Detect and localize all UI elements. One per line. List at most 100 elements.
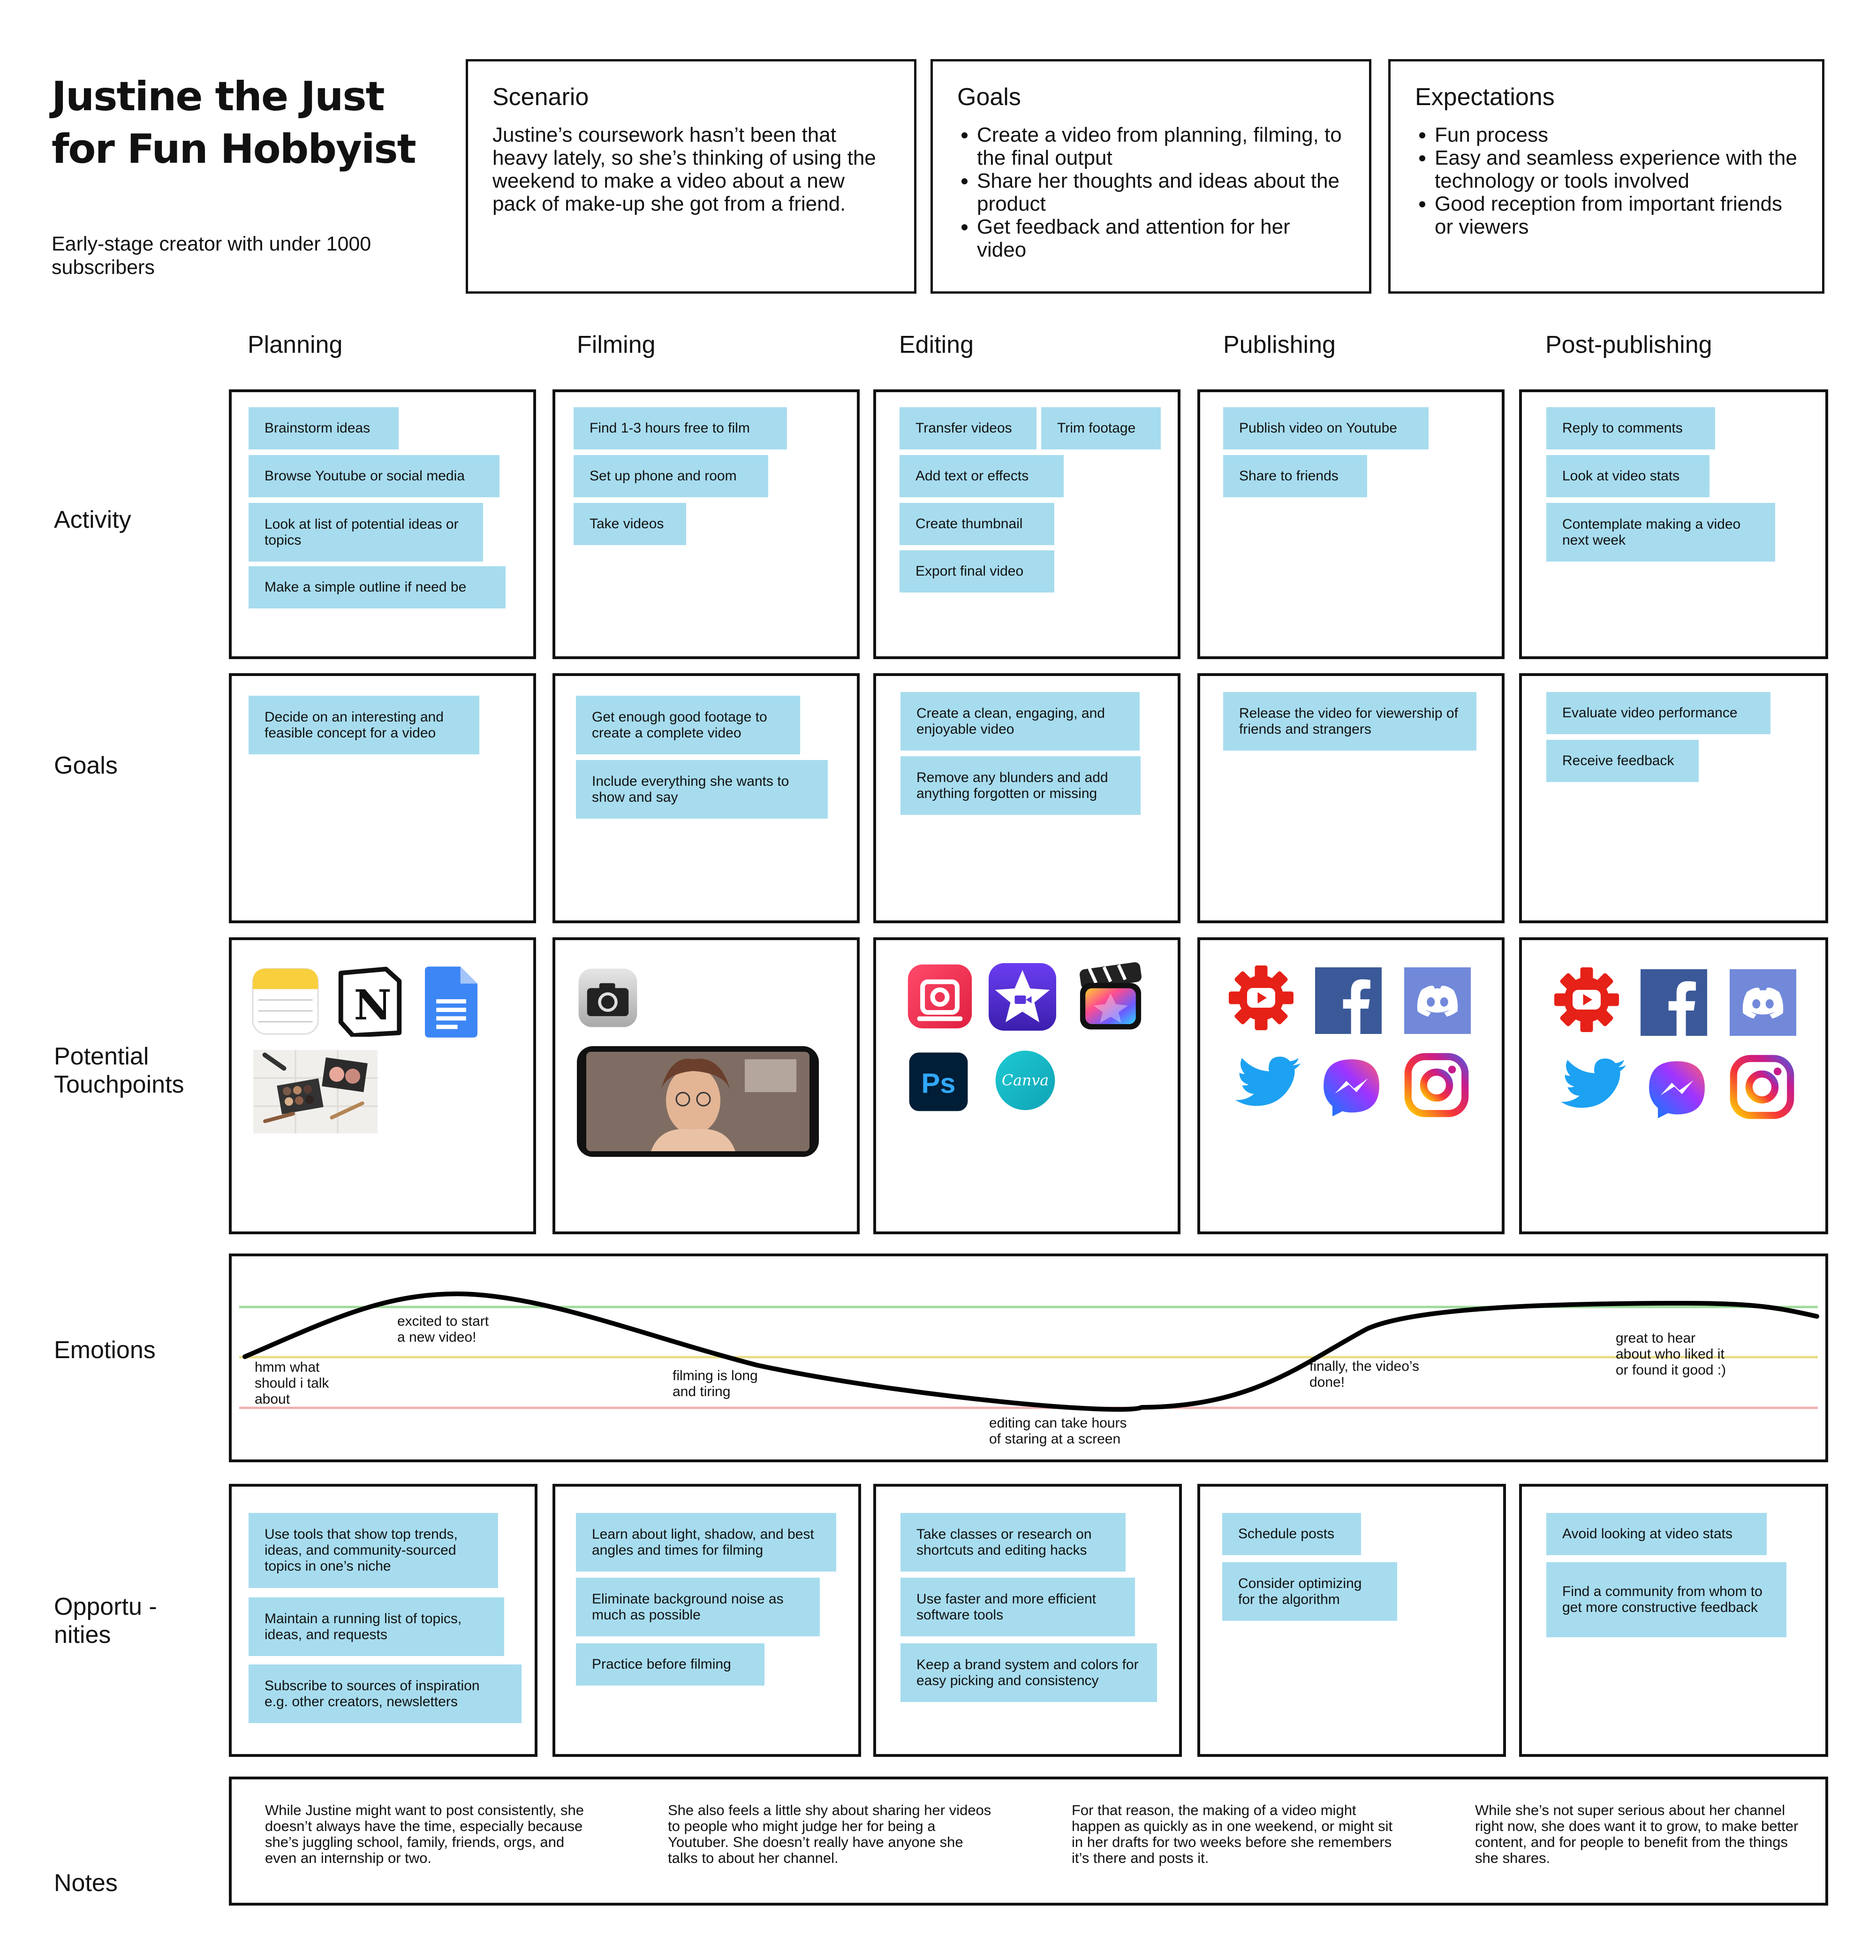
sticky-note: Publish video on Youtube [1223,407,1429,449]
goals-item: Get feedback and attention for her video [977,215,1345,261]
sticky-note: Receive feedback [1546,740,1699,782]
instagram-icon [1730,1055,1794,1122]
sticky-note: Find a community from whom to get more c… [1546,1562,1786,1637]
sticky-note: Remove any blunders and add anything for… [900,756,1141,815]
sticky-note: Include everything she wants to show and… [576,760,828,819]
twitter-icon [1561,1058,1627,1117]
note-text: While Justine might want to post consist… [265,1802,584,1866]
sticky-note: Get enough good footage to create a comp… [576,696,800,754]
row-label-opportunities: Opportu -nities [54,1593,157,1649]
row-label-touchpoints: Potential Touchpoints [54,1043,184,1098]
google-docs-icon [425,966,477,1038]
sticky-note: Add text or effects [900,455,1064,497]
sticky-note: Find 1-3 hours free to film [574,407,787,449]
canva-icon: Canva [995,1050,1055,1110]
row-label-activity: Activity [54,506,131,533]
stage-filming: Filming [577,331,656,358]
final-cut-pro-icon [1080,962,1142,1030]
expectations-item: Fun process [1435,123,1798,146]
discord-icon [1404,967,1471,1036]
sticky-note: Brainstorm ideas [249,407,399,449]
sticky-note: Release the video for viewership of frie… [1223,692,1476,751]
sticky-note: Transfer videos [900,407,1036,449]
persona-title: Justine the Just for Fun Hobbyist [52,73,416,173]
facebook-icon [1641,969,1707,1038]
sticky-note: Schedule posts [1222,1513,1361,1555]
sticky-note: Create thumbnail [900,503,1054,545]
sticky-note: Reply to comments [1546,407,1715,449]
stage-publishing: Publishing [1223,331,1336,358]
emotion-curve [242,1291,1819,1412]
emotion-annotation: hmm what should i talk about [255,1360,329,1407]
sticky-note: Export final video [900,550,1054,593]
scenario-text: Justine’s coursework hasn’t been that he… [492,123,876,215]
messenger-icon [1645,1057,1709,1123]
sticky-note: Keep a brand system and colors for easy … [900,1643,1157,1702]
expectations-item: Good reception from important friends or… [1435,192,1798,238]
expectations-item: Easy and seamless experience with the te… [1435,146,1798,192]
twitter-icon [1235,1056,1302,1115]
stage-editing: Editing [899,331,974,358]
messenger-icon [1320,1056,1383,1121]
sticky-note: Subscribe to sources of inspiration e.g.… [249,1664,522,1723]
canva-wordmark: Canva [1002,1072,1049,1089]
sticky-note: Use faster and more efficient software t… [900,1578,1135,1636]
emotion-annotation: filming is long and tiring [673,1368,758,1399]
note-text: For that reason, the making of a video m… [1072,1802,1393,1866]
expectations-box: Expectations Fun process Easy and seamle… [1388,59,1824,294]
phone-video-preview [577,1046,819,1157]
emotion-annotation: finally, the video’s done! [1309,1359,1420,1390]
sticky-note: Practice before filming [576,1643,764,1686]
emotion-annotation: editing can take hours of staring at a s… [989,1415,1127,1447]
makeup-palette-photo [253,1050,378,1133]
scenario-heading: Scenario [492,84,589,111]
goals-heading: Goals [957,84,1021,111]
notion-icon: N [338,966,402,1037]
goals-item: Create a video from planning, filming, t… [977,123,1345,169]
sticky-note: Avoid looking at video stats [1546,1513,1767,1555]
sticky-note: Maintain a running list of topics, ideas… [249,1597,504,1656]
row-label-notes: Notes [54,1869,118,1897]
inshot-icon [908,964,972,1029]
photoshop-icon: Ps [909,1052,968,1111]
facebook-icon [1315,967,1382,1036]
sticky-note: Decide on an interesting and feasible co… [249,696,479,754]
sticky-note: Take classes or research on shortcuts an… [900,1513,1126,1572]
youtube-studio-icon [1226,963,1296,1035]
stage-post-publishing: Post-publishing [1545,331,1712,358]
sticky-note: Consider optimizing for the algorithm [1222,1562,1397,1621]
sticky-note: Make a simple outline if need be [249,566,506,608]
sticky-note: Set up phone and room [574,455,768,497]
sticky-note: Contemplate making a video next week [1546,503,1775,562]
discord-icon [1730,969,1796,1038]
sticky-note: Take videos [574,503,686,545]
stage-planning: Planning [248,331,343,358]
row-label-emotions: Emotions [54,1337,156,1364]
sticky-note: Share to friends [1223,455,1367,497]
sticky-note: Trim footage [1041,407,1161,449]
emotion-annotation: great to hear about who liked it or foun… [1616,1330,1726,1378]
sticky-note: Learn about light, shadow, and best angl… [576,1513,836,1572]
sticky-note: Create a clean, engaging, and enjoyable … [900,692,1140,751]
camera-app-icon [578,968,637,1027]
sticky-note: Look at list of potential ideas or topic… [249,503,483,562]
youtube-studio-icon [1551,965,1622,1037]
sticky-note: Use tools that show top trends, ideas, a… [249,1513,498,1588]
sticky-note: Look at video stats [1546,455,1710,497]
row-label-goals: Goals [54,752,118,779]
imovie-icon [989,963,1056,1031]
goals-item: Share her thoughts and ideas about the p… [977,169,1345,215]
expectations-heading: Expectations [1415,84,1555,111]
notes-app-icon [252,968,319,1035]
emotion-chart [239,1291,1819,1412]
photoshop-letters: Ps [921,1067,955,1099]
notes-cell [229,1777,1828,1906]
scenario-box: Scenario Justine’s coursework hasn’t bee… [466,59,916,294]
sticky-note: Browse Youtube or social media [249,455,499,497]
sticky-note: Evaluate video performance [1546,692,1770,734]
instagram-icon [1404,1053,1469,1120]
persona-subtitle: Early-stage creator with under 1000 subs… [52,233,371,279]
notion-letter: N [354,981,392,1029]
emotion-annotation: excited to start a new video! [397,1314,489,1345]
note-text: While she’s not super serious about her … [1475,1802,1799,1866]
